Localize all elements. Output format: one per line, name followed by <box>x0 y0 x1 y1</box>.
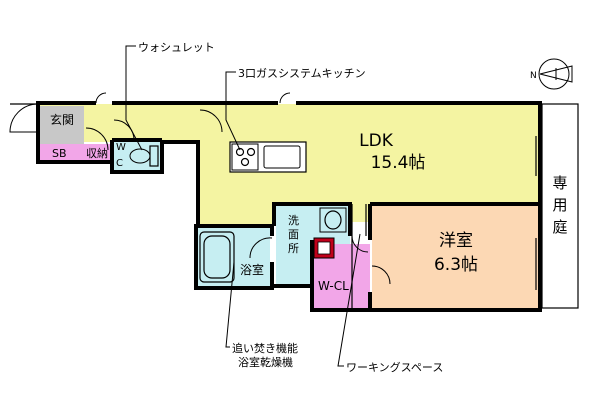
toilet-label-w: W <box>116 142 126 153</box>
garden-label-1: 専 <box>552 174 567 192</box>
western-room-size: 6.3帖 <box>434 255 478 275</box>
shoebox-label: SB <box>52 147 67 160</box>
entrance-door <box>9 103 39 133</box>
washroom-label-1: 洗 <box>288 214 299 227</box>
garden-label-3: 庭 <box>552 218 567 236</box>
bath-feature-line1: 追い焚き機能 <box>232 341 298 355</box>
toilet-bowl <box>129 148 151 164</box>
walkin-closet-label: W-CL <box>318 279 349 293</box>
western-room-fill <box>372 204 540 310</box>
wash-basin <box>319 207 347 233</box>
washroom-label-3: 所 <box>288 242 299 255</box>
toilet-label-c: C <box>116 158 123 169</box>
kitchen-callout: 3口ガスシステムキッチン <box>238 67 366 80</box>
gas-stove <box>231 143 259 171</box>
storage-label: 収納 <box>86 147 108 160</box>
washlet-callout: ウォシュレット <box>138 41 215 54</box>
workspace-callout: ワーキングスペース <box>346 360 443 374</box>
compass-label: N <box>530 71 537 81</box>
ldk-name: LDK <box>359 131 394 151</box>
ldk-size: 15.4帖 <box>371 153 426 173</box>
western-room-name: 洋室 <box>439 231 473 251</box>
toilet-fill <box>112 138 162 170</box>
washroom-label-2: 面 <box>288 228 299 241</box>
bathtub <box>199 231 235 283</box>
kitchen-counter <box>229 141 307 173</box>
ldk-fill <box>200 104 540 226</box>
bathroom-label: 浴室 <box>240 262 264 277</box>
shoebox-fill <box>40 144 84 160</box>
garden-label-2: 用 <box>552 196 567 214</box>
bath-feature-line2: 浴室乾燥機 <box>238 355 293 369</box>
compass-arrow-icon <box>538 58 573 90</box>
storage-fill <box>84 144 112 160</box>
kitchen-sink <box>263 145 301 169</box>
entrance-label: 玄関 <box>50 112 74 127</box>
garden-fill <box>540 104 578 308</box>
entrance-fill <box>40 106 84 144</box>
